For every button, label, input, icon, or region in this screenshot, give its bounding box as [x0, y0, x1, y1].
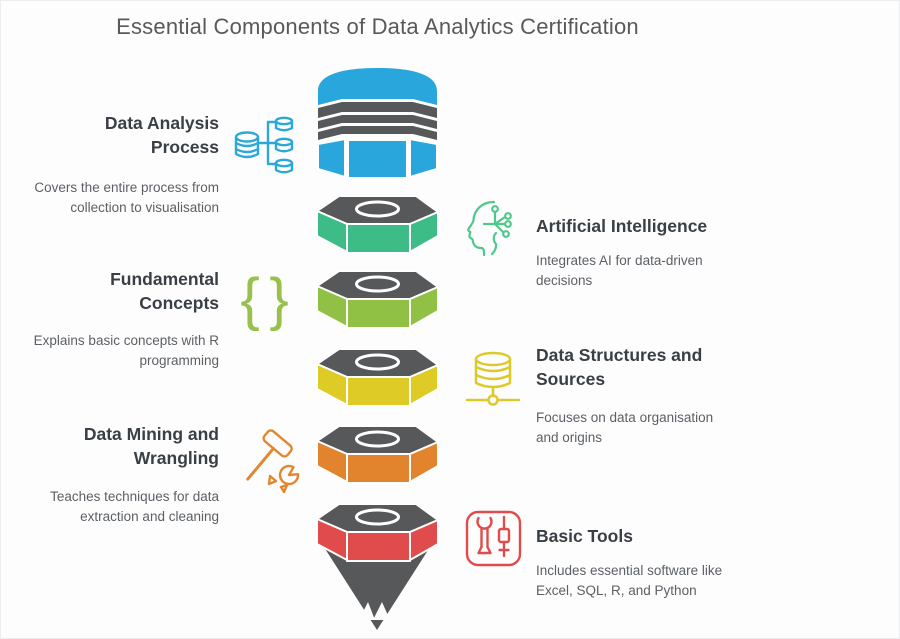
pencil-segment-olive	[316, 269, 439, 330]
tip-notch	[359, 602, 375, 620]
brace-open-glyph: {	[240, 273, 259, 332]
page-title: Essential Components of Data Analytics C…	[116, 14, 639, 39]
feature-title: Artificial Intelligence	[536, 216, 708, 236]
feature-title: Basic Tools	[536, 526, 633, 546]
feature-title: Data Structures and Sources	[536, 345, 703, 389]
feature-description: Teaches techniques for data extraction a…	[50, 489, 219, 524]
brace-close-glyph: }	[269, 273, 288, 332]
feature-description: Integrates AI for data-driven decisions	[536, 253, 703, 288]
tip-notch	[373, 602, 390, 620]
feature-description: Focuses on data organisation and origins	[536, 410, 714, 445]
data-flow-icon	[234, 116, 294, 174]
pickaxe-icon	[246, 429, 300, 493]
pencil-top	[317, 68, 438, 179]
pencil-segment-orange	[316, 424, 439, 485]
feature-title: Data Analysis Process	[104, 113, 219, 157]
curly-braces-icon: { }	[240, 273, 288, 332]
database-network-icon	[465, 351, 521, 406]
feature-title: Fundamental Concepts	[110, 269, 219, 313]
pencil-ferrule	[318, 102, 437, 140]
pencil-segment-red	[316, 502, 439, 563]
feature-description: Covers the entire process from collectio…	[34, 180, 219, 215]
feature-description: Explains basic concepts with R programmi…	[33, 333, 219, 368]
feature-title: Data Mining and Wrangling	[83, 424, 219, 468]
pencil-tip	[322, 544, 432, 630]
pencil-body-blue	[317, 138, 438, 179]
pencil-cap	[318, 68, 437, 105]
ai-head-icon	[467, 200, 512, 257]
pencil-segment-yellow	[316, 347, 439, 408]
pencil-segment-green	[316, 194, 439, 255]
tools-icon	[465, 510, 522, 567]
pencil-segments	[316, 194, 439, 563]
feature-description: Includes essential software like Excel, …	[536, 563, 723, 598]
